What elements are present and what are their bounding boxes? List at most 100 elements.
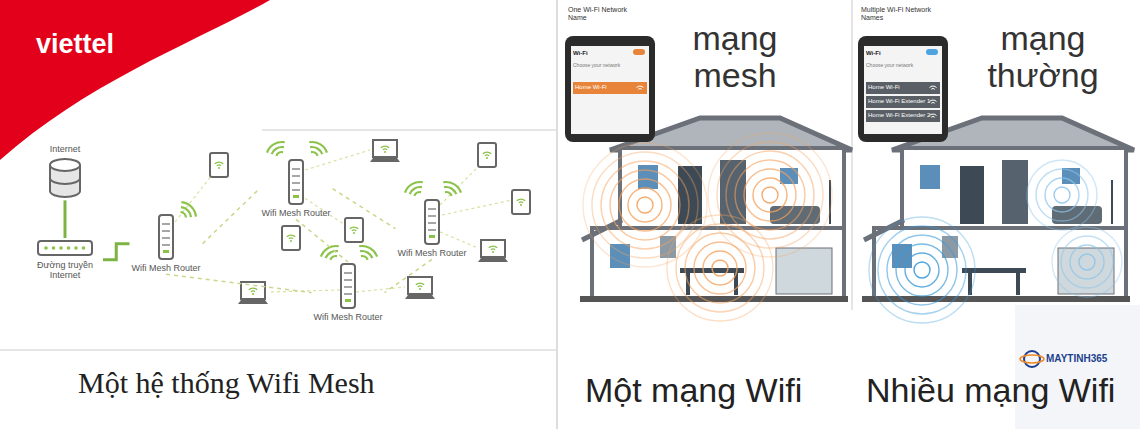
modem-led (44, 246, 48, 250)
router-icon (288, 159, 304, 205)
signal-ring (1070, 245, 1104, 279)
router-led (345, 299, 351, 302)
signal-arcs (276, 152, 283, 156)
router-vent (292, 189, 300, 191)
signal-ring (1027, 160, 1097, 230)
signal-ring (703, 251, 737, 285)
phone-illustration (565, 36, 655, 142)
watermark-logo (1020, 355, 1044, 363)
wifi-mark (931, 88, 935, 90)
watermark-logo (1024, 351, 1040, 367)
toggle (633, 49, 645, 55)
bookcase (960, 166, 984, 224)
signal-arcs (309, 142, 327, 153)
laptop-icon (370, 140, 400, 162)
screen-title: Wi-Fi (573, 50, 588, 57)
signal-arcs (330, 256, 337, 260)
signal-ring (869, 217, 975, 323)
router-led (293, 195, 299, 198)
router-vent (428, 208, 436, 210)
router-icon (424, 199, 440, 245)
house-illustration (862, 118, 1134, 323)
phone-illustration (858, 36, 948, 142)
wifi-mark (517, 199, 525, 201)
modem-box: Đường truyền Internet (27, 238, 103, 282)
signal-arcs (359, 246, 377, 257)
wifi-dot (384, 151, 386, 153)
watermark: MAYTINH365 (1046, 353, 1107, 364)
signal-arcs (181, 212, 186, 217)
signal-ring (735, 160, 805, 230)
router-icon (158, 214, 174, 260)
router-body (425, 200, 439, 244)
wifi-mark (489, 246, 497, 248)
divider-line (557, 0, 558, 429)
signal-ring (592, 152, 698, 258)
tablet-body (282, 226, 300, 250)
router-vent (428, 215, 436, 217)
node-label: Wifi Mesh Router (313, 312, 382, 322)
wifi-mark (930, 114, 937, 115)
signal-ring (708, 133, 832, 257)
router-vent (344, 293, 352, 295)
mesh-router: Wifi Mesh Router (259, 158, 332, 219)
wifi-mark (519, 201, 523, 203)
router-vent (344, 272, 352, 274)
wifi-mark (418, 285, 422, 287)
signal-ring (667, 215, 773, 321)
signal-ring (1036, 169, 1088, 221)
wifi-mark (289, 237, 293, 239)
wifi-mark (350, 227, 358, 229)
window (638, 165, 658, 189)
mesh-link (385, 259, 432, 292)
signal-arcs (272, 147, 284, 154)
router-vent (344, 286, 352, 288)
wifi-mark (638, 88, 642, 90)
signal-arcs (361, 256, 368, 260)
wifi-mark (931, 116, 935, 118)
tablet-body (345, 218, 363, 242)
lower-floor (592, 228, 844, 298)
lower-floor (874, 228, 1126, 298)
wifi-mark (931, 102, 935, 104)
router-vent (428, 229, 436, 231)
modem-led (74, 246, 78, 250)
modem-led (67, 246, 71, 250)
router-body (159, 215, 173, 259)
door (1002, 160, 1028, 224)
phone-screen (864, 46, 942, 134)
signal-ring (887, 235, 957, 305)
caption-text: Một mạng Wifi (585, 372, 802, 409)
laptop-screen (481, 240, 505, 257)
signal-arcs (405, 182, 423, 193)
node-label: Internet (50, 144, 81, 154)
signal-arcs (267, 142, 285, 153)
mesh-router: Wifi Mesh Router (311, 262, 384, 323)
panel-heading: mạng thường (968, 20, 1118, 95)
screen-title: Wi-Fi (866, 50, 881, 57)
wifi-mark (381, 146, 389, 148)
network-row (866, 110, 940, 122)
signal-ring (1054, 187, 1070, 203)
signal-ring (905, 253, 939, 287)
cable-line (64, 200, 67, 238)
signal-arcs (360, 251, 372, 258)
signal-ring (878, 226, 966, 314)
phone-caption: One Wi-Fi Network Name (568, 6, 630, 21)
network-name: Home Wi-Fi (868, 84, 900, 91)
signal-arcs (414, 192, 421, 196)
signal-ring (762, 187, 778, 203)
router-led (163, 250, 169, 253)
router-vent (292, 182, 300, 184)
signal-ring (610, 170, 680, 240)
brand-logo: viettel (36, 30, 114, 60)
wifi-mark (249, 288, 257, 290)
wifi-mark (930, 86, 937, 87)
signal-ring (685, 233, 755, 303)
wifi-mark (637, 86, 644, 87)
modem-led (52, 246, 56, 250)
lamp (1111, 180, 1113, 224)
signal-arcs (311, 152, 318, 156)
router-led (429, 235, 435, 238)
tablet-body (512, 190, 530, 214)
